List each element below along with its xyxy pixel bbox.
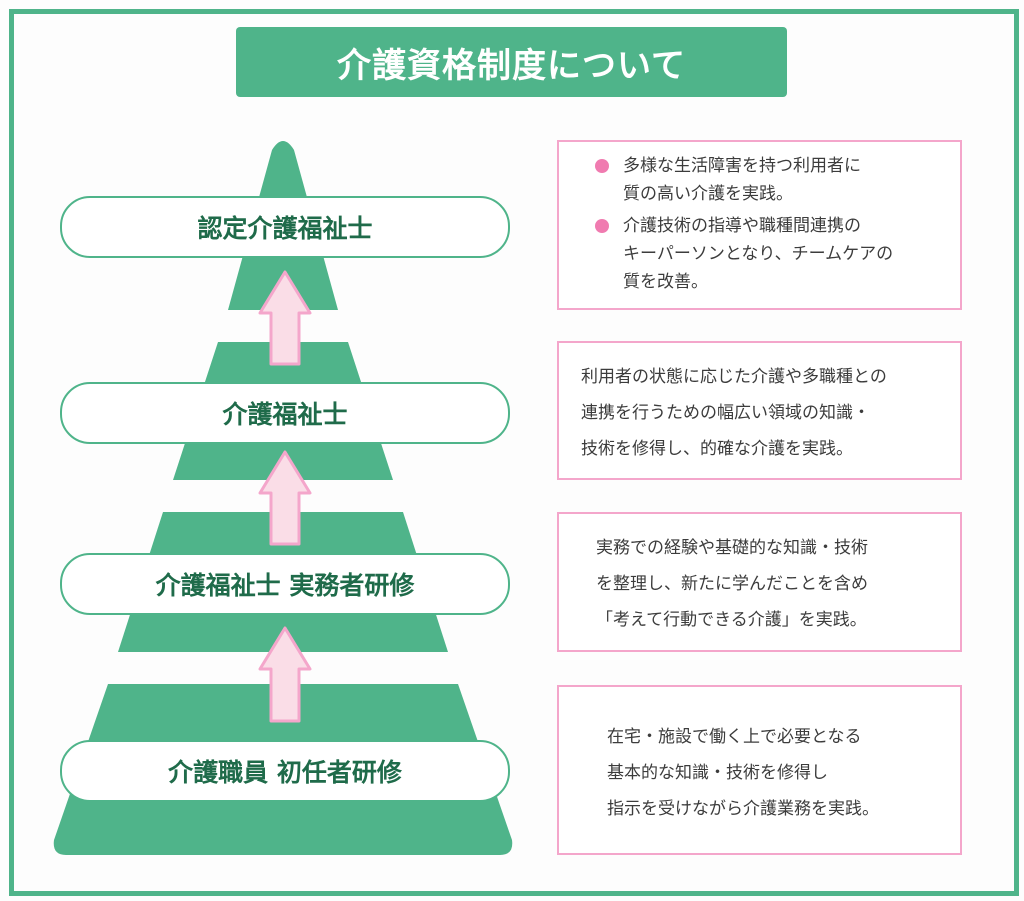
- description-bullet: 多様な生活障害を持つ利用者に質の高い介護を実践。: [623, 156, 861, 204]
- level-label-certified-care-worker: 認定介護福祉士: [60, 196, 510, 258]
- bullet-icon: [595, 159, 609, 173]
- level-label-practitioner-training: 介護福祉士 実務者研修: [60, 553, 510, 615]
- outer-frame: [9, 9, 1019, 896]
- description-box-1: 多様な生活障害を持つ利用者に質の高い介護を実践。 介護技術の指導や職種間連携のキ…: [557, 140, 962, 310]
- description-box-3: 実務での経験や基礎的な知識・技術を整理し、新たに学んだことを含め「考えて行動でき…: [557, 512, 962, 652]
- level-label-initial-training: 介護職員 初任者研修: [60, 740, 510, 802]
- page-title: 介護資格制度について: [236, 27, 787, 97]
- arrow-up-icon: [258, 450, 312, 546]
- bullet-icon: [595, 219, 609, 233]
- level-label-care-worker: 介護福祉士: [60, 382, 510, 444]
- description-bullet: 介護技術の指導や職種間連携のキーパーソンとなり、チームケアの質を改善。: [623, 216, 894, 292]
- description-box-2: 利用者の状態に応じた介護や多職種との連携を行うための幅広い領域の知識・技術を修得…: [557, 341, 962, 480]
- arrow-up-icon: [258, 270, 312, 366]
- description-box-4: 在宅・施設で働く上で必要となる基本的な知識・技術を修得し指示を受けながら介護業務…: [557, 685, 962, 855]
- arrow-up-icon: [258, 626, 312, 723]
